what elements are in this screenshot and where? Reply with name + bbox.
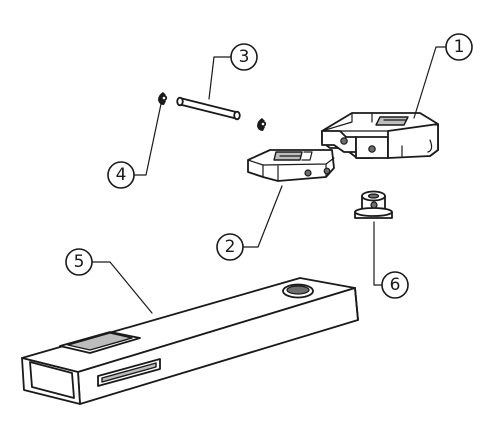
callout-3: 3 bbox=[230, 43, 258, 71]
callout-2-label: 2 bbox=[225, 237, 236, 257]
callout-1-label: 1 bbox=[454, 37, 465, 57]
leader-6 bbox=[373, 221, 383, 286]
callout-2: 2 bbox=[216, 233, 244, 261]
part-1-latch-bracket bbox=[321, 112, 439, 159]
leader-2 bbox=[242, 185, 283, 248]
callout-6: 6 bbox=[381, 271, 409, 299]
leader-4 bbox=[133, 103, 162, 176]
part-4-clip-right bbox=[257, 118, 267, 131]
part-2-small-latch bbox=[247, 149, 335, 182]
callout-3-label: 3 bbox=[239, 47, 250, 67]
callout-1: 1 bbox=[445, 33, 473, 61]
leader-1 bbox=[413, 46, 447, 119]
callout-5: 5 bbox=[65, 248, 93, 276]
part-4-clip-left bbox=[158, 92, 168, 105]
callout-6-label: 6 bbox=[390, 275, 401, 295]
leader-5 bbox=[91, 261, 153, 314]
leader-3 bbox=[208, 56, 232, 100]
callout-5-label: 5 bbox=[74, 252, 85, 272]
callout-4-label: 4 bbox=[116, 165, 127, 185]
callout-4: 4 bbox=[107, 161, 135, 189]
part-6-bushing bbox=[354, 190, 393, 219]
part-5-tube bbox=[21, 277, 359, 405]
part-3-pin bbox=[176, 96, 241, 121]
leader-lines bbox=[91, 46, 447, 314]
